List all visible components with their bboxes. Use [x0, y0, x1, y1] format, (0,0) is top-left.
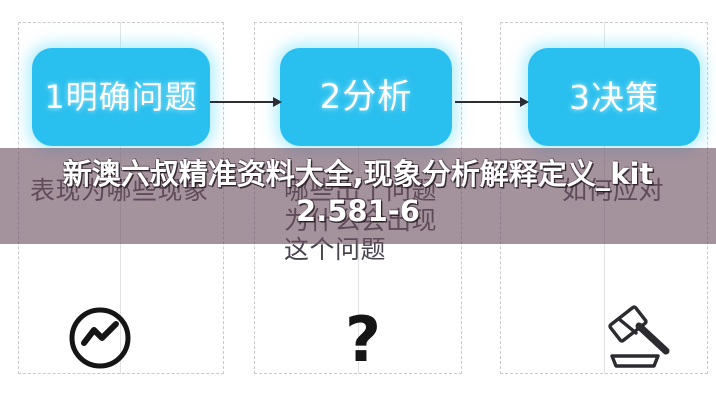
flow-step-label-2: 2分析: [319, 77, 413, 117]
question-mark-glyph: ?: [345, 303, 381, 376]
question-mark-icon: ?: [320, 306, 406, 374]
watermark-line-1: 新澳六叔精准资料大全,现象分析解释定义_kit: [62, 157, 654, 191]
watermark-line-2: 2.581-6: [296, 194, 420, 229]
flow-step-box-1[interactable]: 1明确问题: [32, 48, 210, 146]
flow-step-box-3[interactable]: 3决策: [528, 48, 700, 146]
arrow-shaft: [210, 101, 274, 103]
watermark-overlay-band: 新澳六叔精准资料大全,现象分析解释定义_kit 2.581-6: [0, 148, 716, 244]
arrow-shaft: [455, 101, 521, 103]
gavel-icon: [588, 292, 684, 380]
arrow-right-icon-2: [455, 96, 529, 108]
flow-step-label-1: 1明确问题: [44, 78, 198, 116]
arrow-head: [273, 97, 282, 107]
arrow-head: [520, 97, 529, 107]
flow-step-box-2[interactable]: 2分析: [280, 48, 452, 146]
arrow-right-icon-1: [210, 96, 282, 108]
flow-step-label-3: 3决策: [569, 77, 659, 117]
activity-circle-icon: [60, 300, 140, 376]
